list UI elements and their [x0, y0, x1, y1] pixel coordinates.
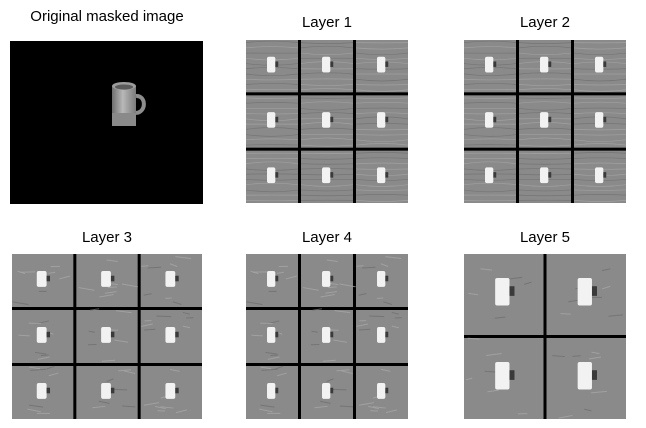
feature-tile [301, 95, 353, 147]
title-layer4: Layer 4 [246, 229, 408, 246]
layer2-panel [464, 40, 626, 203]
feature-tile [464, 254, 544, 335]
mug-image [10, 41, 203, 204]
feature-tile [574, 151, 626, 203]
feature-tile [301, 40, 353, 92]
feature-tile [356, 95, 408, 147]
title-original: Original masked image [12, 8, 202, 25]
layer1-grid [246, 40, 408, 203]
feature-tile [76, 309, 137, 363]
feature-tile [141, 254, 202, 307]
feature-tile [356, 254, 408, 307]
feature-tile [464, 40, 516, 92]
layer2-grid [464, 40, 626, 203]
feature-tile [12, 254, 73, 307]
feature-tile [76, 366, 137, 419]
feature-tile [246, 310, 298, 363]
layer3-panel [12, 254, 202, 419]
feature-tile [301, 151, 353, 203]
feature-tile [141, 310, 202, 363]
title-layer2: Layer 2 [464, 14, 626, 31]
layer1-panel [246, 40, 408, 203]
feature-tile [356, 366, 408, 419]
feature-tile [12, 310, 73, 363]
feature-tile [356, 40, 408, 92]
feature-tile [464, 151, 516, 203]
feature-tile [356, 151, 408, 203]
feature-tile [76, 254, 138, 307]
feature-tile [356, 310, 408, 363]
feature-tile [519, 40, 571, 92]
feature-tile [574, 95, 626, 147]
title-layer3: Layer 3 [12, 229, 202, 246]
feature-tile [547, 254, 627, 335]
feature-tile [246, 366, 298, 419]
title-layer1: Layer 1 [246, 14, 408, 31]
feature-tile [141, 366, 202, 419]
feature-tile [547, 338, 627, 419]
feature-tile [246, 40, 298, 92]
feature-tile [301, 366, 353, 419]
original-masked-image [10, 41, 203, 204]
layer5-panel [464, 254, 626, 419]
layer4-panel [246, 254, 408, 419]
feature-tile [246, 151, 298, 203]
layer5-grid [464, 254, 626, 419]
feature-tile [246, 95, 298, 147]
feature-tile [519, 151, 571, 203]
layer3-grid [12, 254, 202, 419]
feature-tile [301, 254, 356, 307]
feature-tile [246, 254, 298, 307]
layer4-grid [246, 254, 408, 419]
title-layer5: Layer 5 [464, 229, 626, 246]
feature-tile [464, 338, 544, 419]
feature-tile [301, 309, 353, 363]
mug-icon [112, 82, 144, 126]
feature-tile [12, 366, 73, 419]
feature-tile [464, 95, 516, 147]
feature-tile [574, 40, 626, 92]
feature-tile [519, 95, 571, 147]
